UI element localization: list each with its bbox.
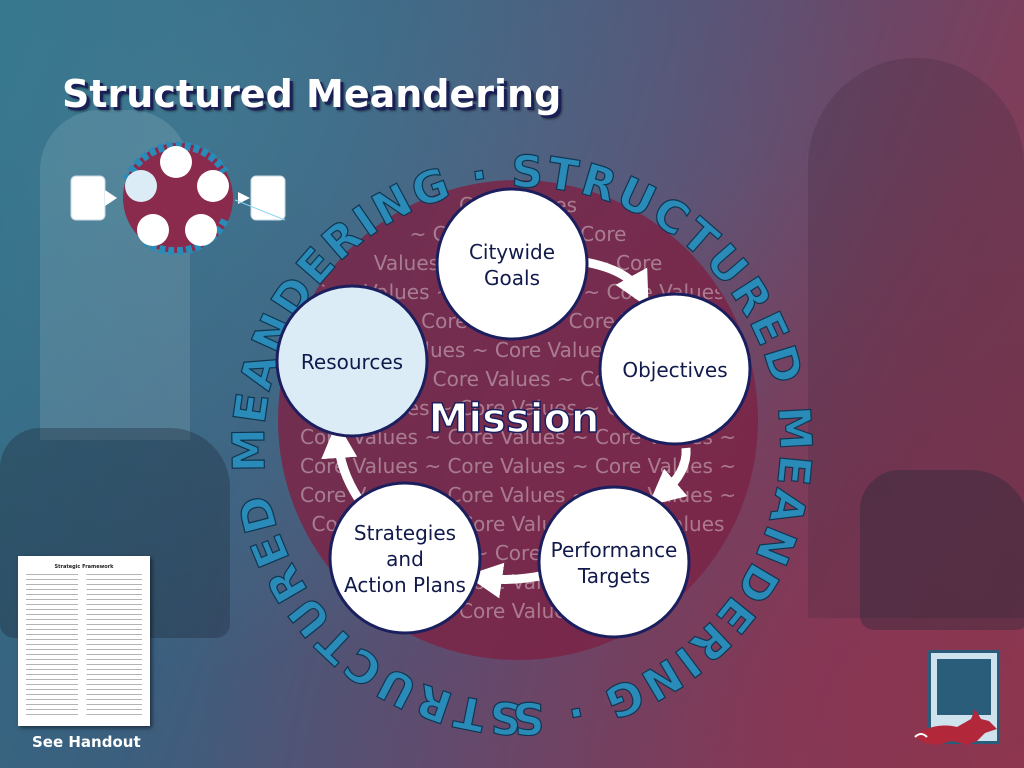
node-resources: Resources [275,284,429,438]
fox-icon [914,709,997,745]
node-label-citywide-goals: Goals [484,266,540,290]
node-circle-strategies-action-plans [328,481,482,635]
node-label-performance-targets: Performance [551,538,678,562]
logo-tower-panel [937,659,991,715]
see-handout-label: See Handout [32,733,141,751]
node-circle-citywide-goals [435,187,589,341]
fox-logo-icon [914,650,1000,745]
handout-text-lines [26,574,142,716]
node-label-strategies-action-plans: Strategies [354,521,456,545]
background-gazebo [808,58,1024,618]
node-circle-resources [275,284,429,438]
node-label-strategies-action-plans: Action Plans [344,573,466,597]
node-label-performance-targets: Targets [577,564,650,588]
core-values-line: Core Values ~ Core Values ~ Core Values … [300,454,736,478]
node-label-citywide-goals: Citywide [469,240,555,264]
node-objectives: Objectives [598,292,752,446]
cycle-arrow-3 [466,562,546,599]
handout-doc-title: Strategic Framework [54,564,114,570]
mission-label: Mission [429,396,600,442]
node-label-strategies-action-plans: and [386,547,424,571]
node-label-objectives: Objectives [622,358,727,382]
node-label-resources: Resources [301,350,403,374]
node-circle-objectives [598,292,752,446]
node-circle-performance-targets [537,485,691,639]
background-car [860,470,1024,630]
cycle-nodes: CitywideGoalsObjectivesPerformanceTarget… [275,187,752,639]
cycle-arrow-4 [321,422,362,501]
slide-title: Structured Meandering [62,72,562,116]
cycle-arrow-2 [648,447,691,506]
cycle-thumbnail-icon [70,141,286,256]
cycle-arrow-1 [584,257,649,308]
handout-thumbnail[interactable]: Strategic Framework [18,556,150,726]
